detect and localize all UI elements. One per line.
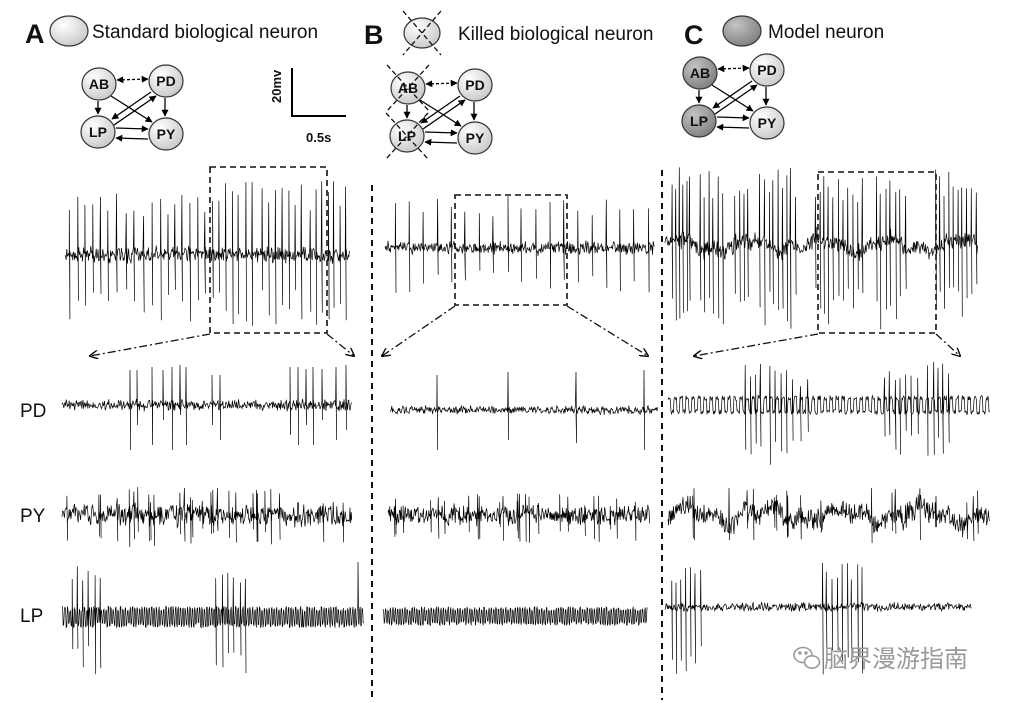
circuit-a-label-ab: AB [89, 76, 109, 92]
circuit-b-killed-cross-lp [385, 112, 429, 160]
circuit-c-edge-ab-pd [717, 64, 750, 73]
zoom-connector-b-left [382, 305, 456, 356]
panel-a-header: A Standard biological neuron [25, 15, 318, 49]
circuit-a-edge-lp-pd [113, 95, 157, 126]
circuit-b-edge-pd-lp [420, 95, 461, 124]
trace-a-overview [64, 181, 350, 326]
panel-a-letter: A [25, 19, 45, 49]
circuit-a-edge-lp-py [115, 125, 149, 133]
scale-bar-time-label: 0.5s [306, 130, 331, 145]
trace-b-py [387, 493, 650, 543]
wechat-icon [793, 646, 821, 669]
killed-neuron-legend-icon [403, 17, 441, 49]
scale-bar-voltage-label: 20mv [269, 69, 284, 103]
circuit-b-edge-py-lp [424, 138, 458, 146]
circuit-c-label-pd: PD [757, 62, 776, 78]
circuit-a-node-ab [81, 67, 117, 101]
circuit-c-node-lp [681, 104, 717, 138]
circuit-b-node-ab [390, 71, 426, 105]
circuit-a-node-py [148, 117, 184, 151]
circuit-b-edge-ab-pd [425, 79, 458, 88]
trace-c-pd [667, 361, 990, 465]
zoom-box-a [209, 166, 328, 334]
trace-b-overview [384, 196, 655, 293]
zoom-connector-c-right [935, 333, 960, 356]
circuit-a-label-lp: LP [89, 124, 107, 140]
panel-b-letter: B [364, 20, 384, 50]
circuit-c-label-py: PY [758, 115, 777, 131]
circuit-c-node-pd [749, 53, 785, 87]
watermark: 脑界漫游指南 [793, 645, 968, 673]
trace-c-overview [664, 167, 978, 330]
circuit-a-edge-ab-pd [116, 75, 149, 84]
model-neuron-legend-icon [722, 15, 762, 47]
biological-neuron-legend-icon [49, 15, 89, 47]
trace-b-pd [389, 369, 658, 451]
circuit-b-label-ab: AB [398, 80, 418, 96]
circuit-diagram-c: AB PD LP PY [681, 53, 785, 140]
circuit-c-node-ab [682, 56, 718, 90]
zoom-connector-c-left [694, 333, 819, 356]
killed-cross-line [402, 10, 442, 56]
circuit-c-label-ab: AB [690, 65, 710, 81]
circuit-b-node-pd [457, 68, 493, 102]
trace-b-lp [382, 606, 648, 627]
scale-bar: 20mv 0.5s [269, 68, 346, 145]
row-label-pd: PD [20, 401, 46, 422]
circuit-diagram-a: AB PD LP PY [80, 64, 184, 151]
circuit-a-edge-py-lp [115, 134, 149, 142]
circuit-diagram-b: AB PD LP PY [385, 64, 493, 160]
trace-c-lp [664, 562, 972, 675]
panel-c-letter: C [684, 20, 704, 50]
circuit-b-edge-ab-py [419, 99, 462, 127]
circuit-a-node-lp [80, 115, 116, 149]
circuit-c-edge-py-lp [716, 123, 750, 131]
circuit-b-label-lp: LP [398, 128, 416, 144]
circuit-a-node-pd [148, 64, 184, 98]
circuit-c-edge-lp-pd [714, 84, 758, 115]
zoom-connector-b-right [566, 305, 648, 356]
panel-b-header: B Killed biological neuron [364, 10, 653, 56]
circuit-c-edge-pd-lp [712, 80, 753, 109]
trace-a-py [61, 487, 353, 548]
circuit-b-label-py: PY [466, 130, 485, 146]
row-label-lp: LP [20, 606, 43, 627]
killed-cross-line [402, 10, 442, 56]
circuit-c-edge-ab-py [711, 84, 754, 112]
circuit-b-edge-lp-pd [422, 99, 466, 130]
zoom-connector-a-left [90, 333, 211, 356]
panel-c-title: Model neuron [768, 22, 884, 43]
panel-c-header: C Model neuron [684, 15, 884, 50]
circuit-a-label-py: PY [157, 126, 176, 142]
circuit-a-edge-ab-py [110, 95, 153, 123]
circuit-b-killed-cross-ab [386, 64, 430, 112]
trace-c-py [667, 487, 990, 544]
zoom-connector-a-right [326, 333, 354, 356]
circuit-c-node-py [749, 106, 785, 140]
zoom-box-b [454, 194, 568, 306]
circuit-b-killed-cross-ab [386, 64, 430, 112]
circuit-c-label-lp: LP [690, 113, 708, 129]
row-label-py: PY [20, 506, 46, 527]
circuit-a-label-pd: PD [156, 73, 175, 89]
trace-a-pd [61, 364, 352, 451]
trace-a-lp [61, 561, 364, 675]
circuit-b-node-py [457, 121, 493, 155]
circuit-a-edge-pd-lp [111, 91, 152, 120]
circuit-b-killed-cross-lp [385, 112, 429, 160]
circuit-b-node-lp [389, 119, 425, 153]
circuit-b-label-pd: PD [465, 77, 484, 93]
panel-a-title: Standard biological neuron [92, 22, 318, 43]
watermark-text: 脑界漫游指南 [824, 645, 968, 673]
panel-b-title: Killed biological neuron [458, 24, 653, 45]
circuit-c-edge-lp-py [716, 114, 750, 122]
circuit-b-edge-lp-py [424, 129, 458, 137]
